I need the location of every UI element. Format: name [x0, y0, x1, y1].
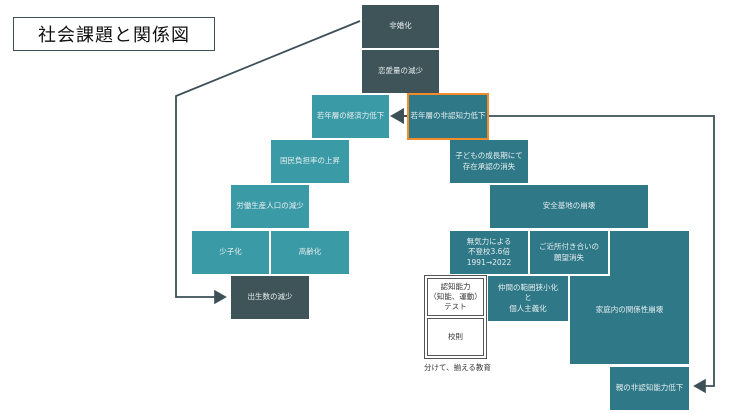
- node-katei-label: 家庭内の関係性崩壊: [595, 304, 664, 314]
- node-roudou: 労働生産人口の減少: [231, 185, 309, 228]
- node-keizai: 若年層の経済力低下: [312, 95, 389, 138]
- node-mukiryoku: 無気力による 不登校3.6倍 1991→2022: [450, 231, 528, 274]
- education-frame: [424, 275, 487, 359]
- node-katei-bg-lower: [570, 276, 689, 364]
- arrow-hikon-to-shussei: [175, 20, 361, 305]
- node-renai: 恋愛量の減少: [362, 50, 439, 93]
- node-ninchi-test: 認知能力 （知能、運動） テスト: [427, 278, 484, 316]
- node-anzen: 安全基地の崩壊: [490, 185, 648, 228]
- node-oya: 親の非認知能力低下: [610, 367, 689, 410]
- node-kousoku: 校則: [427, 318, 484, 356]
- node-koureika: 高齢化: [271, 231, 349, 274]
- node-sonzai: 子どもの成長期にて 存在承認の消失: [450, 140, 528, 183]
- node-nakama: 仲間の範囲狭小化 と 個人主義化: [488, 276, 568, 321]
- education-caption: 分けて、揃える教育: [424, 363, 491, 372]
- node-katei: 家庭内の関係性崩壊: [530, 231, 689, 364]
- node-hikon: 非婚化: [362, 5, 439, 48]
- node-shoushi: 少子化: [192, 231, 269, 274]
- diagram-title: 社会課題と関係図: [13, 17, 215, 51]
- node-kinjo: ご近所付き合いの 願望消失: [530, 231, 608, 274]
- node-futan: 国民負担率の上昇: [271, 140, 349, 183]
- node-shussei: 出生数の減少: [231, 276, 309, 319]
- node-ninchi: 若年層の非認知力低下: [407, 93, 489, 140]
- arrow-ninchi-to-oya: [489, 115, 715, 394]
